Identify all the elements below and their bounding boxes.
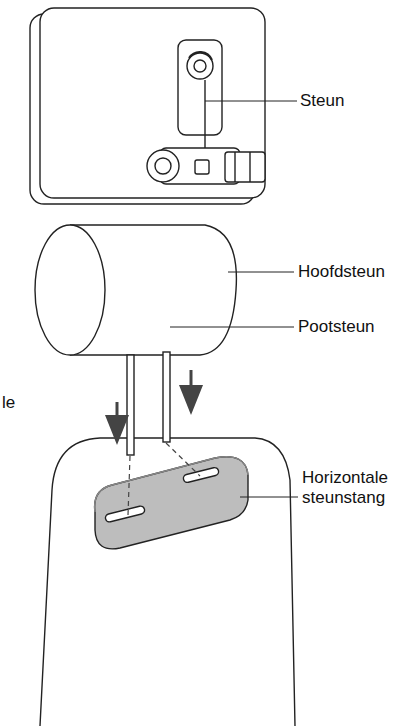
part-label: Steun bbox=[300, 91, 400, 111]
leader-line bbox=[228, 272, 294, 273]
post bbox=[163, 352, 170, 442]
headrest-end bbox=[35, 225, 105, 355]
guide-line bbox=[128, 456, 130, 515]
bracket-stem bbox=[204, 80, 205, 148]
guide-line bbox=[166, 443, 200, 476]
insert-arrow bbox=[190, 370, 193, 400]
part-label: Pootsteun bbox=[298, 317, 408, 337]
mount-knob bbox=[147, 150, 179, 182]
part-label: Horizontale steunstang bbox=[302, 468, 410, 508]
horizontal-bar bbox=[95, 457, 248, 549]
bracket-plate bbox=[178, 40, 222, 135]
leader-line bbox=[205, 101, 297, 102]
leader-line bbox=[240, 497, 298, 498]
clip-line bbox=[234, 152, 235, 182]
mount-slot bbox=[195, 160, 209, 174]
clip-line bbox=[249, 152, 250, 182]
screen-back bbox=[40, 8, 265, 198]
seat-back bbox=[40, 438, 295, 726]
leader-line bbox=[170, 327, 294, 328]
mount-clip bbox=[225, 152, 265, 182]
bar-slot bbox=[183, 467, 220, 483]
mount-knob-inner bbox=[155, 158, 171, 174]
rotate-arrow bbox=[189, 52, 212, 60]
insert-arrow bbox=[116, 402, 119, 430]
bar-slot bbox=[105, 505, 146, 522]
post bbox=[127, 355, 134, 455]
part-label: le bbox=[2, 393, 32, 413]
part-label: Hoofdsteun bbox=[298, 262, 408, 282]
bar-top bbox=[95, 457, 248, 512]
knob-center bbox=[194, 60, 206, 72]
